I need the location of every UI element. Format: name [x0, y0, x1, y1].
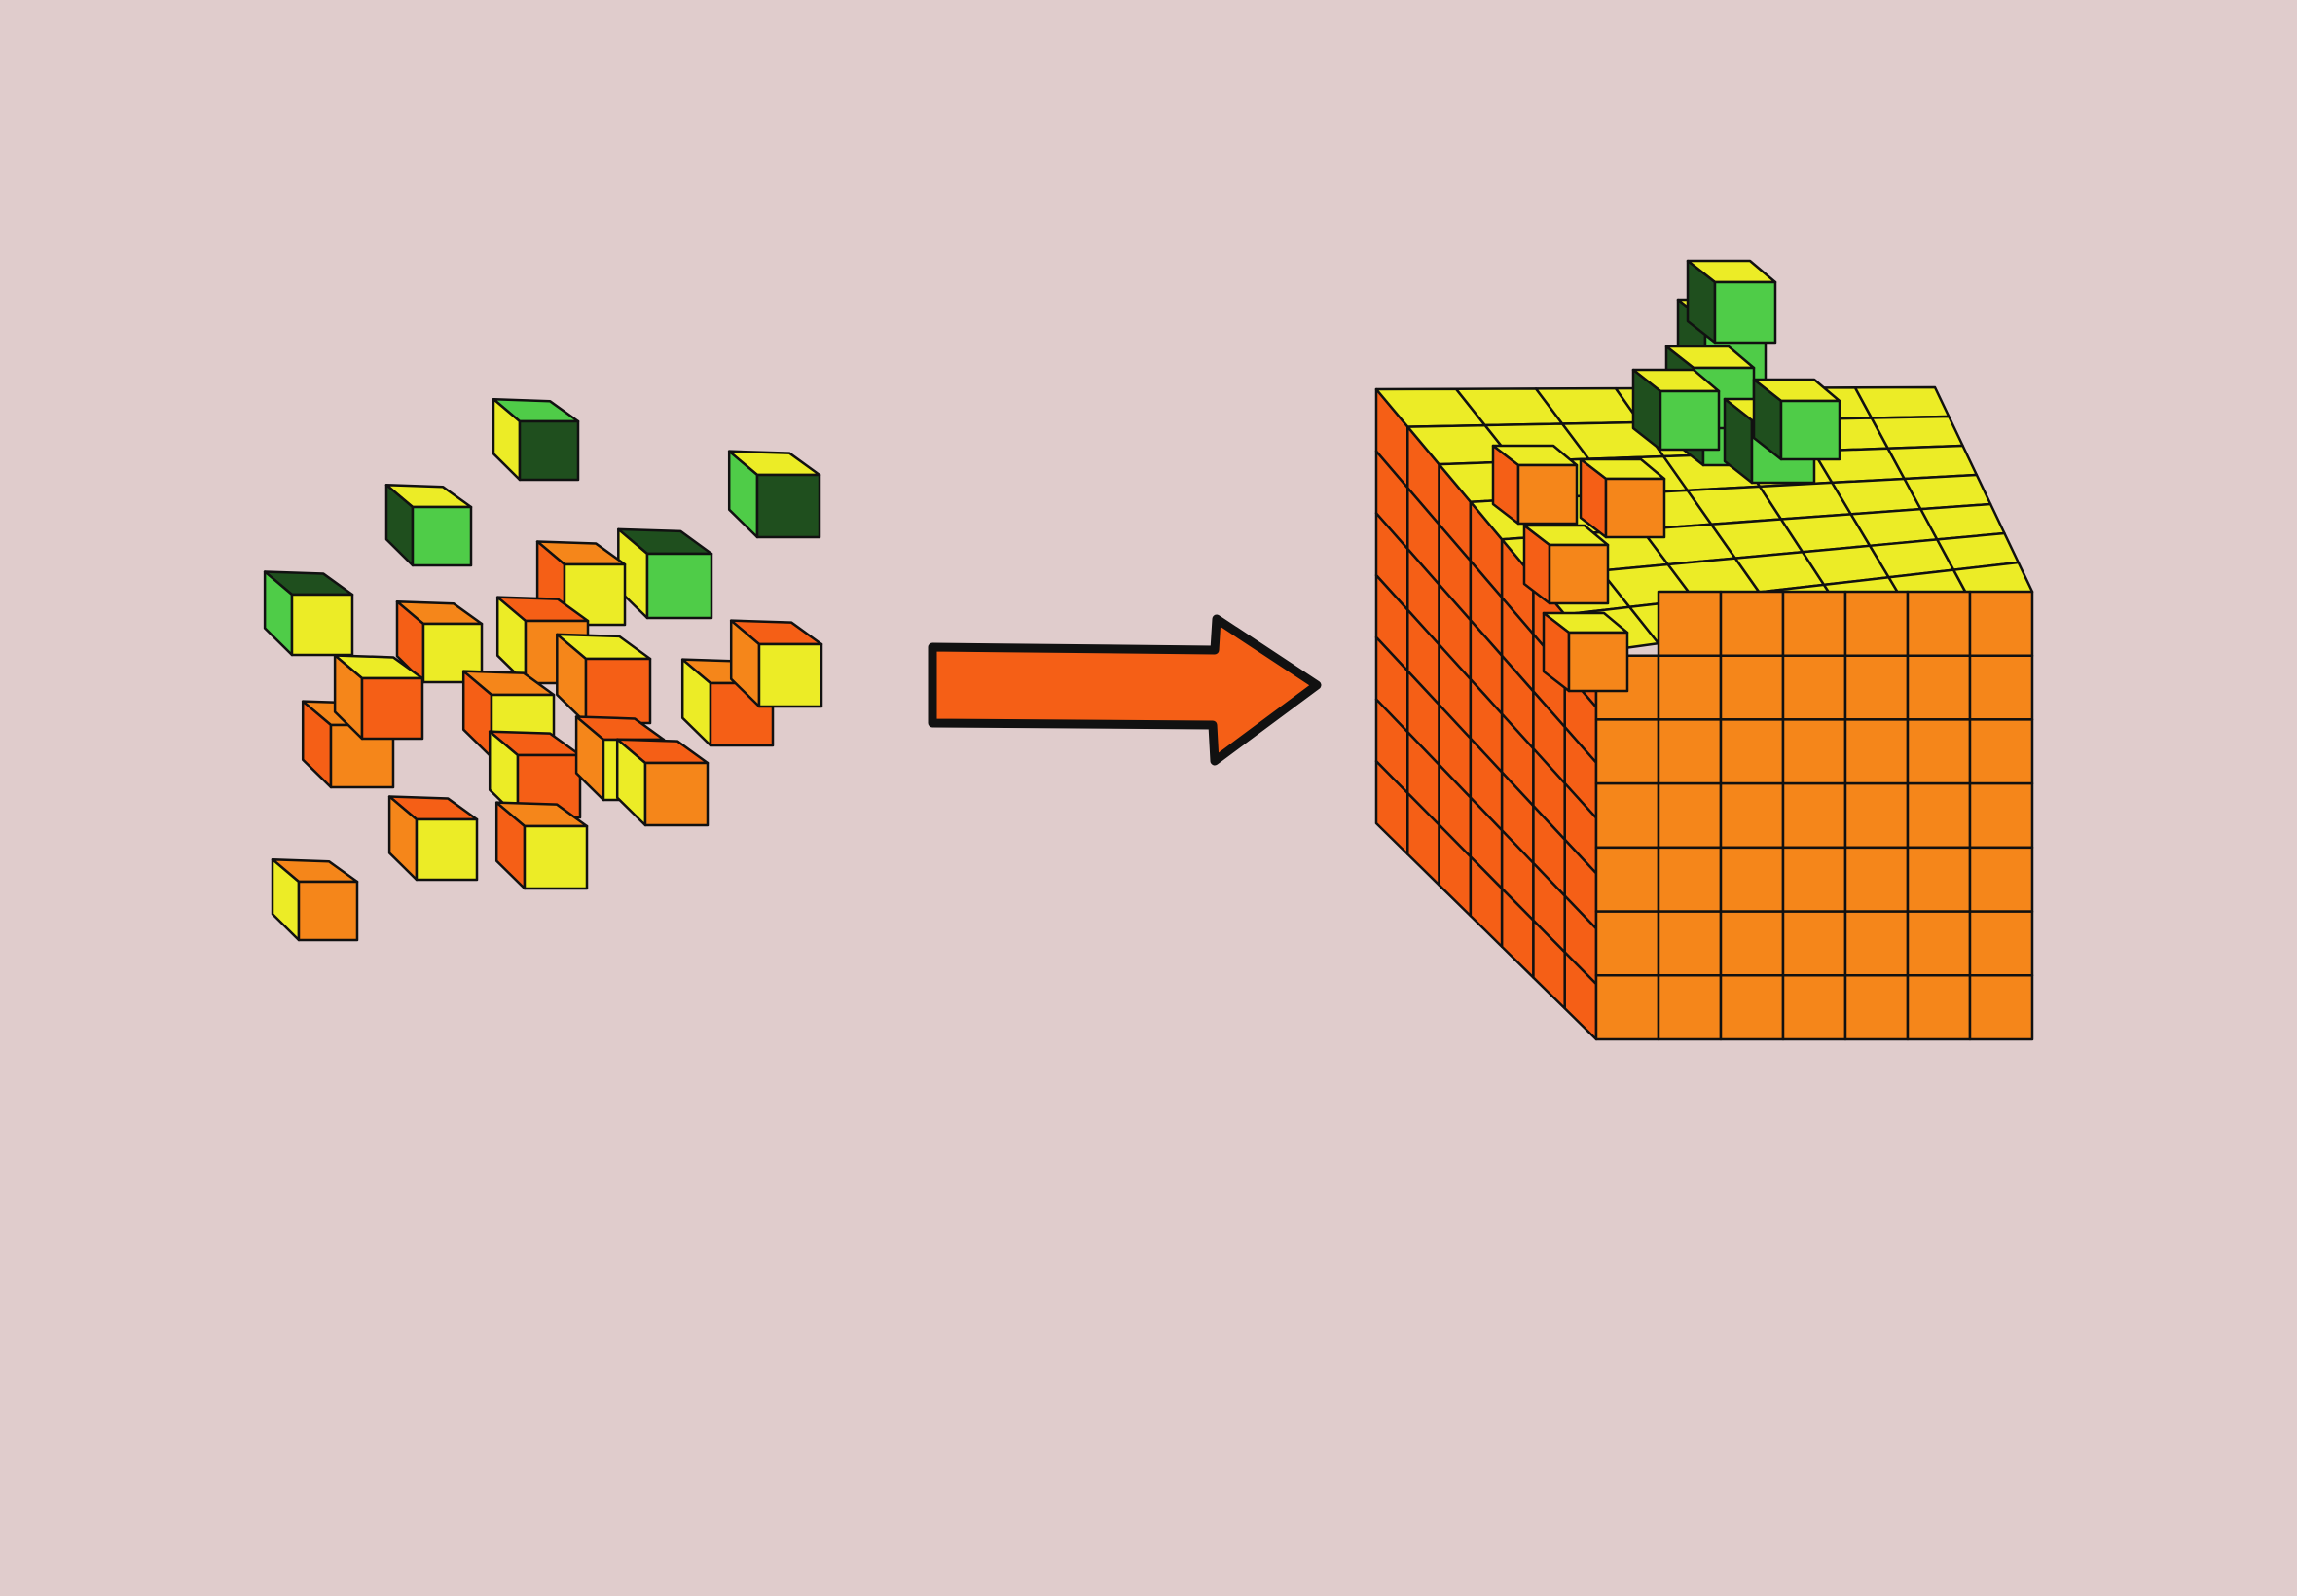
- block-front-cell: [1594, 974, 1660, 1041]
- block-front-cell: [1843, 654, 1910, 721]
- block-front-cell: [1906, 974, 1972, 1041]
- block-front-cell: [1968, 846, 2034, 913]
- green-top-cube: [1686, 259, 1777, 345]
- block-front-cell: [1719, 846, 1785, 913]
- block-front-cell: [1843, 846, 1910, 913]
- scattered-cube: [617, 527, 713, 620]
- block-front-cell: [1968, 910, 2034, 977]
- assembled-block: [1374, 259, 2034, 1041]
- scattered-cube: [492, 397, 580, 482]
- scattered-cube: [384, 483, 473, 567]
- block-front-cell: [1657, 781, 1723, 850]
- block-front-cell: [1781, 718, 1847, 785]
- scattered-cube: [333, 654, 424, 741]
- scattered-cube: [494, 801, 589, 890]
- block-front-cell: [1657, 718, 1723, 785]
- block-front-cell: [1781, 781, 1847, 850]
- block-top-cell: [1853, 385, 1951, 419]
- block-front-cell: [1968, 718, 2034, 785]
- block-side-face: [1374, 387, 1598, 1041]
- cube-front-face: [757, 642, 823, 708]
- cube-front-face: [1567, 631, 1629, 693]
- green-top-cube: [1631, 368, 1721, 452]
- block-front-cell: [1719, 654, 1785, 721]
- scattered-cube: [387, 795, 479, 882]
- step-cube: [1579, 457, 1666, 539]
- block-front-cell: [1843, 718, 1910, 785]
- block-front-cell: [1781, 974, 1847, 1041]
- block-front-cell: [1843, 974, 1910, 1041]
- block-front-cell: [1719, 974, 1785, 1041]
- block-front-cell: [1781, 910, 1847, 977]
- scattered-cube: [263, 570, 354, 657]
- block-front-cell: [1657, 974, 1723, 1041]
- arrow-shape: [928, 614, 1322, 766]
- block-front-cell: [1781, 590, 1847, 657]
- cube-front-face: [645, 552, 713, 620]
- block-front-cell: [1719, 718, 1785, 785]
- scattered-cube: [727, 450, 821, 539]
- step-cube: [1542, 611, 1629, 693]
- step-cube: [1491, 444, 1579, 526]
- block-front-cell: [1843, 910, 1910, 977]
- block-front-cell: [1657, 910, 1723, 977]
- scattered-cube: [729, 619, 823, 708]
- cube-front-face: [516, 753, 582, 819]
- cube-front-face: [411, 505, 473, 567]
- scattered-cube: [615, 738, 710, 827]
- block-front-face: [1594, 590, 2034, 1041]
- scattered-cube: [271, 857, 359, 942]
- block-front-cell: [1906, 718, 1972, 785]
- scattered-cube: [488, 730, 582, 819]
- cube-front-face: [1713, 280, 1777, 345]
- cube-front-face: [523, 824, 589, 890]
- green-top-cube: [1752, 378, 1841, 461]
- block-front-cell: [1719, 910, 1785, 977]
- cube-front-face: [360, 676, 424, 741]
- cube-front-face: [643, 761, 710, 827]
- block-front-cell: [1968, 781, 2034, 850]
- block-front-cell: [1657, 846, 1723, 913]
- block-front-cell: [1906, 846, 1972, 913]
- block-front-cell: [1906, 910, 1972, 977]
- block-front-cell: [1781, 654, 1847, 721]
- block-front-cell: [1843, 590, 1910, 657]
- block-front-cell: [1906, 781, 1972, 850]
- block-front-cell: [1906, 590, 1972, 657]
- block-front-cell: [1594, 910, 1660, 977]
- cube-front-face: [584, 657, 652, 725]
- cube-front-face: [290, 593, 354, 657]
- block-front-cell: [1594, 718, 1660, 785]
- cube-front-face: [518, 419, 580, 482]
- block-front-cell: [1594, 781, 1660, 850]
- cube-front-face: [1779, 399, 1841, 461]
- block-front-cell: [1719, 781, 1785, 850]
- cube-front-face: [415, 817, 479, 882]
- arrow: [928, 614, 1322, 766]
- block-front-cell: [1657, 590, 1723, 657]
- block-front-cell: [1781, 846, 1847, 913]
- scattered-cube: [556, 633, 652, 725]
- cube-front-face: [1516, 463, 1579, 526]
- scattered-cubes: [263, 397, 823, 942]
- block-front-cell: [1906, 654, 1972, 721]
- cube-front-face: [1604, 477, 1666, 539]
- block-front-cell: [1719, 590, 1785, 657]
- block-front-cell: [1968, 974, 2034, 1041]
- block-front-cell: [1968, 654, 2034, 721]
- block-top-cell: [1886, 444, 1979, 481]
- cube-front-face: [1659, 389, 1721, 452]
- block-front-cell: [1594, 846, 1660, 913]
- cube-front-face: [755, 473, 821, 539]
- block-front-cell: [1968, 590, 2034, 657]
- block-front-cell: [1657, 654, 1723, 721]
- step-cube: [1522, 524, 1610, 605]
- cube-front-face: [297, 880, 359, 942]
- cube-front-face: [1548, 543, 1610, 605]
- block-top-cell: [1870, 415, 1964, 450]
- block-front-cell: [1843, 781, 1910, 850]
